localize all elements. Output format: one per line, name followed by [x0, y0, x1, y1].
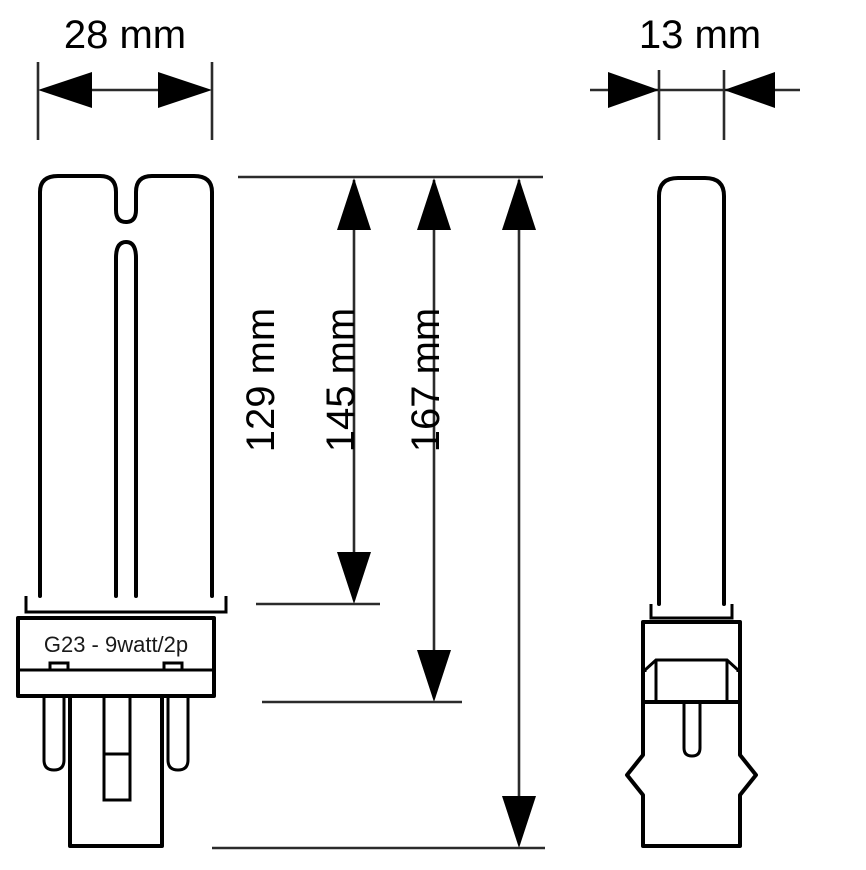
base-key-body [68, 694, 164, 848]
arrowhead-top-167mm [502, 178, 536, 230]
dimension-label-13mm: 13 mm [639, 13, 761, 57]
dimension-width-front [36, 62, 214, 140]
base-collar [24, 596, 228, 614]
side-base-recess [643, 658, 740, 672]
dimension-height-base-shoulder [262, 178, 462, 704]
base-type-label: G23 - 9watt/2p [44, 632, 188, 657]
base-key-slot [102, 696, 132, 802]
dimension-label-167mm: 167 mm [404, 308, 448, 453]
side-base-key-body [625, 700, 758, 848]
pin-shoulder-left [48, 661, 70, 670]
side-view [625, 176, 758, 848]
front-view: G23 - 9watt/2p [16, 174, 228, 848]
base-housing [16, 616, 216, 698]
contact-pin-left [42, 696, 66, 772]
arrowhead-right-13mm [724, 72, 775, 108]
side-base-key-slot [682, 702, 702, 758]
arrowhead-bottom-145mm [417, 650, 451, 702]
arrowhead-left-28mm [38, 72, 92, 108]
tube-inner-divider [114, 240, 138, 598]
arrowhead-top-145mm [417, 178, 451, 230]
side-base-collar [649, 604, 734, 620]
dimension-label-145mm: 145 mm [319, 308, 363, 453]
dimension-label-129mm: 129 mm [239, 308, 283, 453]
pin-shoulder-right [162, 661, 184, 670]
tube-outer-outline [38, 174, 214, 598]
dimension-height-tube [256, 178, 380, 606]
contact-pin-right [166, 696, 190, 772]
arrowhead-left-13mm [608, 72, 659, 108]
side-tube-outline [657, 176, 726, 606]
arrowhead-bottom-167mm [502, 796, 536, 848]
arrowhead-bottom-129mm [337, 552, 371, 604]
dimension-height-overall [212, 178, 545, 850]
dimension-width-side [590, 70, 800, 140]
dimension-label-28mm: 28 mm [64, 13, 186, 57]
side-base-housing [641, 620, 742, 704]
arrowhead-top-129mm [337, 178, 371, 230]
arrowhead-right-28mm [158, 72, 212, 108]
